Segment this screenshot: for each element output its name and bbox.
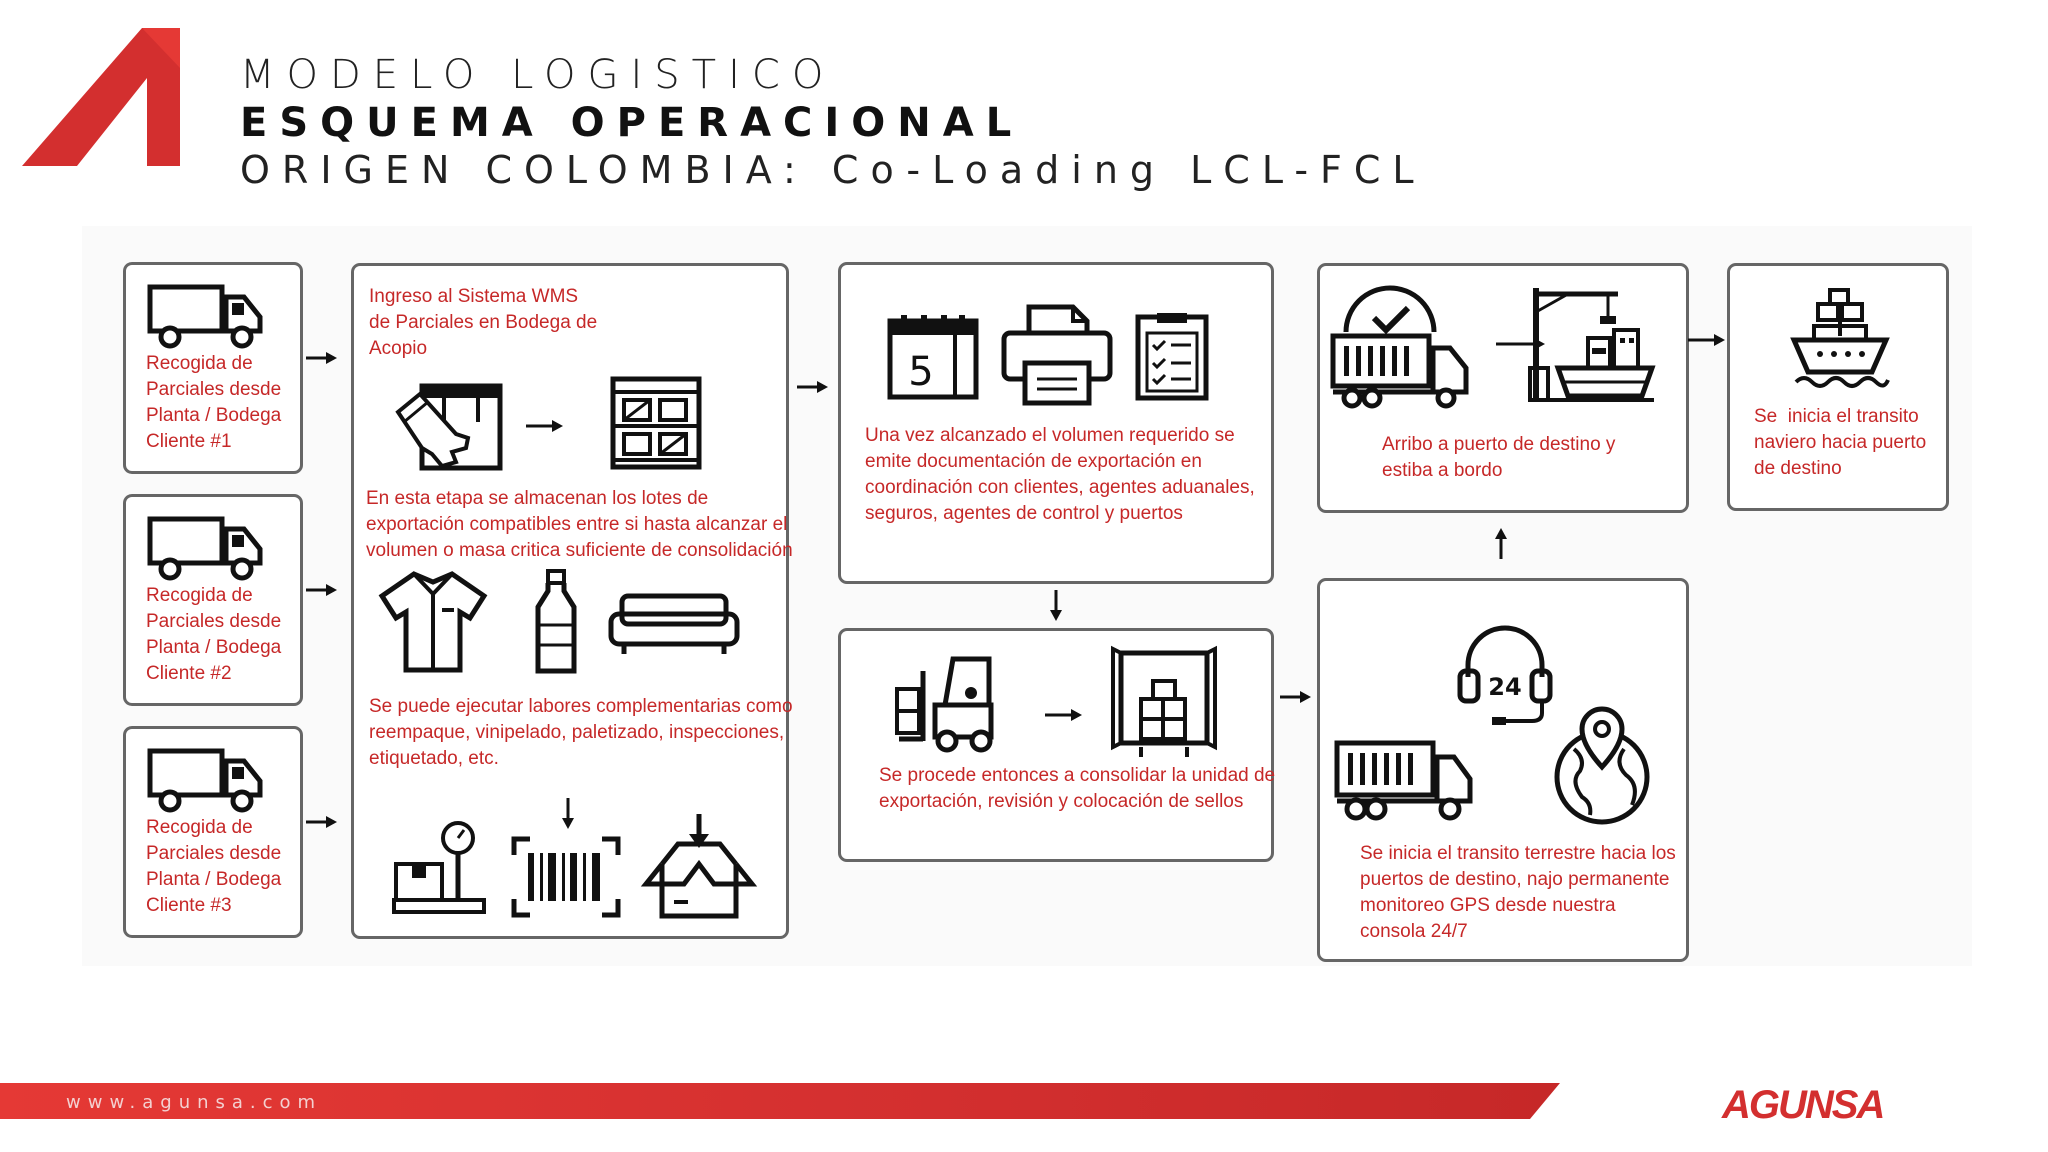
truck-icon — [147, 748, 263, 813]
printer-icon — [1001, 304, 1113, 406]
arrow-right-icon — [1045, 709, 1082, 721]
bottle-icon — [535, 569, 577, 674]
cargo-ship-icon — [1790, 288, 1890, 388]
truck-checked-icon — [1330, 285, 1469, 409]
arrow-down-icon — [1050, 590, 1062, 621]
sea-transit-text: Se inicia el transito naviero hacia puer… — [1754, 406, 1927, 479]
pickup-box-2: Recogida de Parciales desde Planta / Bod… — [123, 494, 303, 706]
documentation-text: Una vez alcanzado el volumen requerido s… — [865, 425, 1255, 524]
pickup-text: Recogida de Parciales desde Planta / Bod… — [146, 585, 282, 684]
warehouse-box: Ingreso al Sistema WMS de Parciales en B… — [351, 263, 793, 939]
container-loading-icon — [1111, 645, 1217, 757]
checklist-icon — [1135, 313, 1209, 401]
header-subtitle: ESQUEMA OPERACIONAL — [240, 100, 1024, 146]
arrow-right-icon — [797, 381, 828, 393]
port-arrival-text: Arribo a puerto de destino y estiba a bo… — [1382, 434, 1616, 481]
warehouse-heading: Ingreso al Sistema WMS de Parciales en B… — [369, 286, 598, 359]
container-truck-icon — [1334, 740, 1473, 821]
truck-icon — [147, 284, 263, 349]
documentation-box: 5 Una vez alcanzado el volumen requerido… — [838, 262, 1274, 584]
header-origin: ORIGEN COLOMBIA: Co-Loading LCL-FCL — [240, 148, 1426, 192]
arrow-right-icon — [306, 352, 337, 364]
scale-package-icon — [392, 821, 486, 914]
consolidation-box: Se procede entonces a consolidar la unid… — [838, 628, 1276, 862]
arrow-down-icon — [562, 798, 574, 829]
warehouse-shelf-icon — [610, 376, 702, 470]
truck-icon — [147, 516, 263, 581]
package-receive-icon — [395, 383, 503, 471]
support-hours-label: 24 — [1488, 673, 1521, 701]
pickup-box-3: Recogida de Parciales desde Planta / Bod… — [123, 726, 303, 938]
globe-location-icon — [1554, 706, 1650, 825]
company-logo-icon — [22, 28, 180, 166]
box-packing-icon — [640, 814, 758, 919]
port-arrival-box: Arribo a puerto de destino y estiba a bo… — [1317, 263, 1689, 513]
sofa-icon — [608, 593, 740, 654]
consolidation-text: Se procede entonces a consolidar la unid… — [879, 765, 1276, 812]
footer-bar — [0, 1083, 1560, 1119]
calendar-icon: 5 — [887, 315, 979, 400]
headset-support-icon: 24 — [1457, 625, 1553, 725]
brand-name: AGUNSA — [1721, 1083, 1883, 1124]
port-crane-ship-icon — [1528, 288, 1656, 402]
shirt-icon — [378, 571, 488, 673]
arrow-up-icon — [1495, 528, 1507, 559]
barcode-scan-icon — [511, 836, 621, 918]
arrow-right-icon — [306, 816, 337, 828]
pickup-box-1: Recogida de Parciales desde Planta / Bod… — [123, 262, 303, 474]
arrow-right-icon — [1280, 691, 1311, 703]
footer-website-link[interactable]: www.agunsa.com — [66, 1092, 323, 1113]
calendar-day: 5 — [908, 349, 933, 395]
forklift-icon — [895, 656, 994, 753]
arrow-right-icon — [526, 420, 563, 432]
land-transit-text: Se inicia el transito terrestre hacia lo… — [1360, 843, 1676, 942]
pickup-text: Recogida de Parciales desde Planta / Bod… — [146, 817, 282, 916]
brand-logo: AGUNSA — [1721, 1083, 1885, 1124]
sea-transit-box: Se inicia el transito naviero hacia puer… — [1727, 263, 1949, 511]
pickup-text: Recogida de Parciales desde Planta / Bod… — [146, 353, 282, 452]
warehouse-storage-text: En esta etapa se almacenan los lotes de … — [366, 488, 793, 561]
arrow-right-icon — [1688, 334, 1725, 346]
land-transit-box: 24 Se inicia el transito terrestre hacia… — [1317, 578, 1689, 962]
header-title: MODELO LOGISTICO — [240, 52, 836, 98]
arrow-right-icon — [306, 584, 337, 596]
warehouse-extra-text: Se puede ejecutar labores complementaria… — [369, 696, 793, 769]
